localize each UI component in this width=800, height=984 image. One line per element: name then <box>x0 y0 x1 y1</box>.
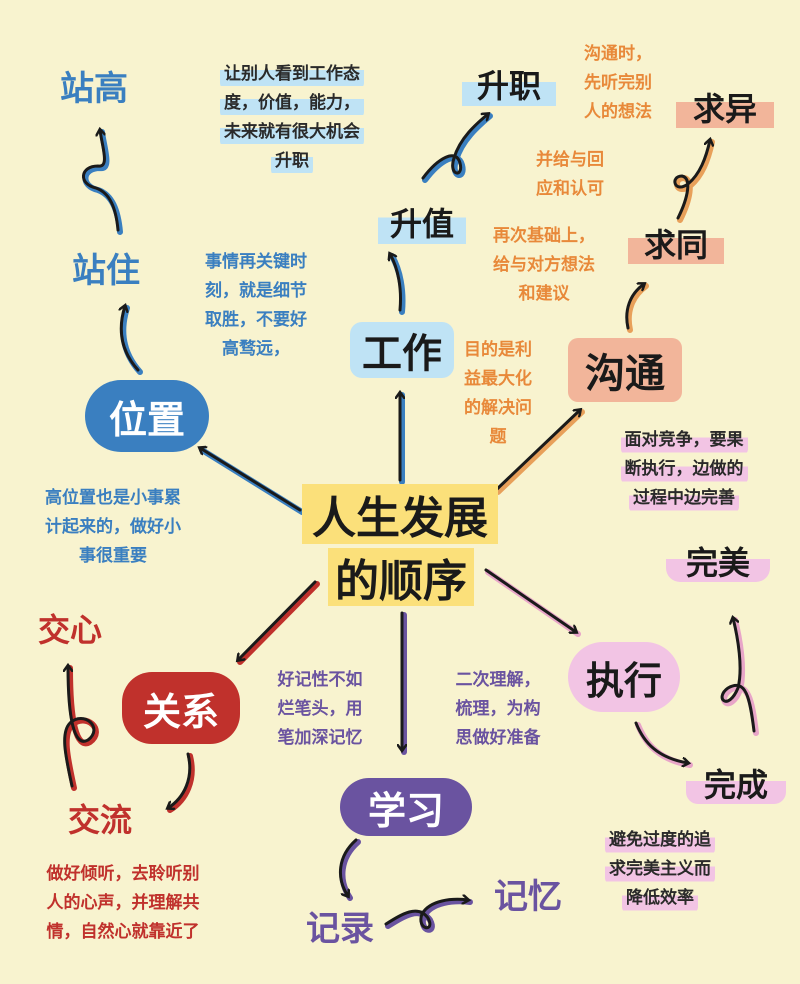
execution-note-perfection: 避免过度的追 求完美主义而 降低效率 <box>580 826 740 913</box>
learning-note-understand: 二次理解， 梳理，为构 思做好准备 <box>455 670 541 748</box>
communication-note-listen: 沟通时， 先听完别 人的想法 <box>584 44 652 122</box>
node-work-label: 工作 <box>362 331 442 377</box>
work-note-promotion: 让别人看到工作态 度，价值，能力， 未来就有很大机会 升职 <box>192 60 392 176</box>
execution-step-1: 完成 <box>686 762 786 804</box>
node-relationship[interactable]: 关系 <box>122 672 240 744</box>
work-step-2: 升职 <box>462 62 556 106</box>
relationship-step-1: 交流 <box>68 801 133 839</box>
communication-note-agree: 再次基础上， 给与对方想法 和建议 <box>493 226 595 304</box>
node-position-label: 位置 <box>108 397 185 442</box>
position-note-details: 事情再关键时 刻，就是细节 取胜，不要好 高骛远， <box>205 252 307 359</box>
position-step-1: 站住 <box>72 251 140 291</box>
node-position[interactable]: 位置 <box>85 380 209 452</box>
learning-step-2: 记忆 <box>494 877 562 917</box>
node-work[interactable]: 工作 <box>350 322 454 378</box>
node-execution[interactable]: 执行 <box>568 642 680 712</box>
node-relationship-label: 关系 <box>142 689 219 734</box>
learning-note-memory: 好记性不如 烂笔头，用 笔加深记忆 <box>277 670 363 748</box>
execution-step-2: 完美 <box>666 540 770 582</box>
center-title-line1-box: 人生发展 <box>302 484 498 544</box>
communication-step-1: 求同 <box>628 222 724 264</box>
node-learning[interactable]: 学习 <box>340 778 472 836</box>
center-title-line2-box: 的顺序 <box>328 548 474 607</box>
center-title-line1: 人生发展 <box>312 493 488 544</box>
position-step-2: 站高 <box>60 69 128 109</box>
execution-note-compete: 面对竞争，要果 断执行，边做的 过程中边完善 <box>592 426 776 513</box>
center-title-line2: 的顺序 <box>335 556 467 607</box>
communication-note-respond: 并给与回 应和认可 <box>536 150 604 199</box>
work-step-1: 升值 <box>378 200 466 244</box>
node-learning-label: 学习 <box>367 788 444 833</box>
communication-note-purpose: 目的是利 益最大化 的解决问 题 <box>464 340 532 447</box>
communication-step-2: 求异 <box>676 86 774 128</box>
learning-step-1: 记录 <box>306 909 374 949</box>
relationship-note-listen: 做好倾听，去聆听别 人的心声，并理解共 情，自然心就靠近了 <box>46 864 200 942</box>
node-communication-label: 沟通 <box>585 351 665 397</box>
node-execution-label: 执行 <box>585 658 662 703</box>
position-note-main: 高位置也是小事累 计起来的，做好小 事很重要 <box>45 488 181 566</box>
node-communication[interactable]: 沟通 <box>568 338 682 402</box>
relationship-step-2: 交心 <box>38 611 103 649</box>
